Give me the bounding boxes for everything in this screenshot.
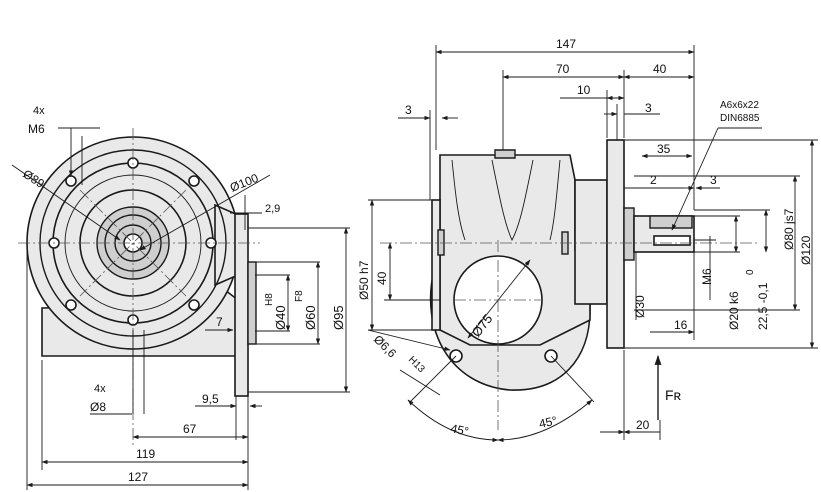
- shaft-key: [649, 215, 693, 229]
- label-d67: 67: [183, 422, 197, 436]
- flange-spigot: [623, 207, 635, 261]
- label-d2: 2: [650, 173, 657, 187]
- label-d8: Ø8: [90, 400, 106, 414]
- label-a45-right: 45°: [538, 413, 559, 431]
- label-d100: Ø100: [228, 171, 261, 195]
- output-spigot: [247, 261, 257, 345]
- label-d147: 147: [556, 37, 576, 51]
- label-d127: 127: [128, 470, 148, 484]
- label-4x-b: 4x: [94, 383, 106, 395]
- label-d16: 16: [674, 318, 688, 332]
- label-d60: Ø60: [303, 305, 318, 330]
- label-d225: 22,5 -0,1: [756, 282, 770, 330]
- label-d7: 7: [216, 315, 223, 329]
- label-d70: 70: [556, 62, 570, 76]
- output-flange-plate: [234, 213, 249, 397]
- label-4x: 4x: [33, 105, 45, 117]
- label-m6-shaft: M6: [700, 268, 714, 285]
- label-h13: H13: [406, 354, 427, 375]
- label-d0: 0: [745, 269, 756, 275]
- label-key: A6x6x22: [720, 100, 759, 111]
- label-fr: Fʀ: [665, 387, 682, 403]
- label-m6: M6: [28, 122, 45, 136]
- label-a45-left: 45°: [449, 421, 470, 439]
- front-view-dimensions: 4x M6 Ø89 Ø100 2,9 H8 F8 Ø40 Ø60: [11, 105, 350, 490]
- output-neck: [574, 179, 608, 305]
- label-d120: Ø120: [799, 235, 813, 265]
- label-d95b: 9,5: [202, 392, 219, 406]
- label-d3-b: 3: [405, 103, 412, 117]
- label-d40-side: 40: [375, 271, 389, 285]
- label-d95: Ø95: [331, 305, 346, 330]
- label-d40-bore: Ø40: [273, 305, 288, 330]
- label-d20-bottom: 20: [636, 418, 650, 432]
- side-view: 147 70 40 10 3 3: [357, 37, 818, 443]
- label-d80: Ø80 js7: [782, 208, 796, 250]
- label-f8: F8: [294, 290, 305, 302]
- output-flange: [606, 139, 625, 349]
- label-d3-a: 3: [645, 101, 652, 115]
- label-d20: Ø20 k6: [727, 291, 741, 330]
- label-d35: 35: [657, 142, 671, 156]
- label-din: DIN6885: [720, 113, 760, 124]
- label-d50: Ø50 h7: [357, 260, 371, 300]
- left-cover: [431, 199, 441, 331]
- front-view: 4x M6 Ø89 Ø100 2,9 H8 F8 Ø40 Ø60: [11, 105, 350, 490]
- label-h8: H8: [264, 293, 275, 306]
- side-view-dimensions: 147 70 40 10 3 3: [357, 37, 818, 443]
- label-d29: 2,9: [265, 203, 280, 215]
- label-d40-top: 40: [653, 62, 667, 76]
- label-d3-c: 3: [710, 173, 717, 187]
- label-d30: Ø30: [633, 295, 647, 318]
- label-d10: 10: [577, 83, 591, 97]
- label-d119: 119: [136, 447, 155, 461]
